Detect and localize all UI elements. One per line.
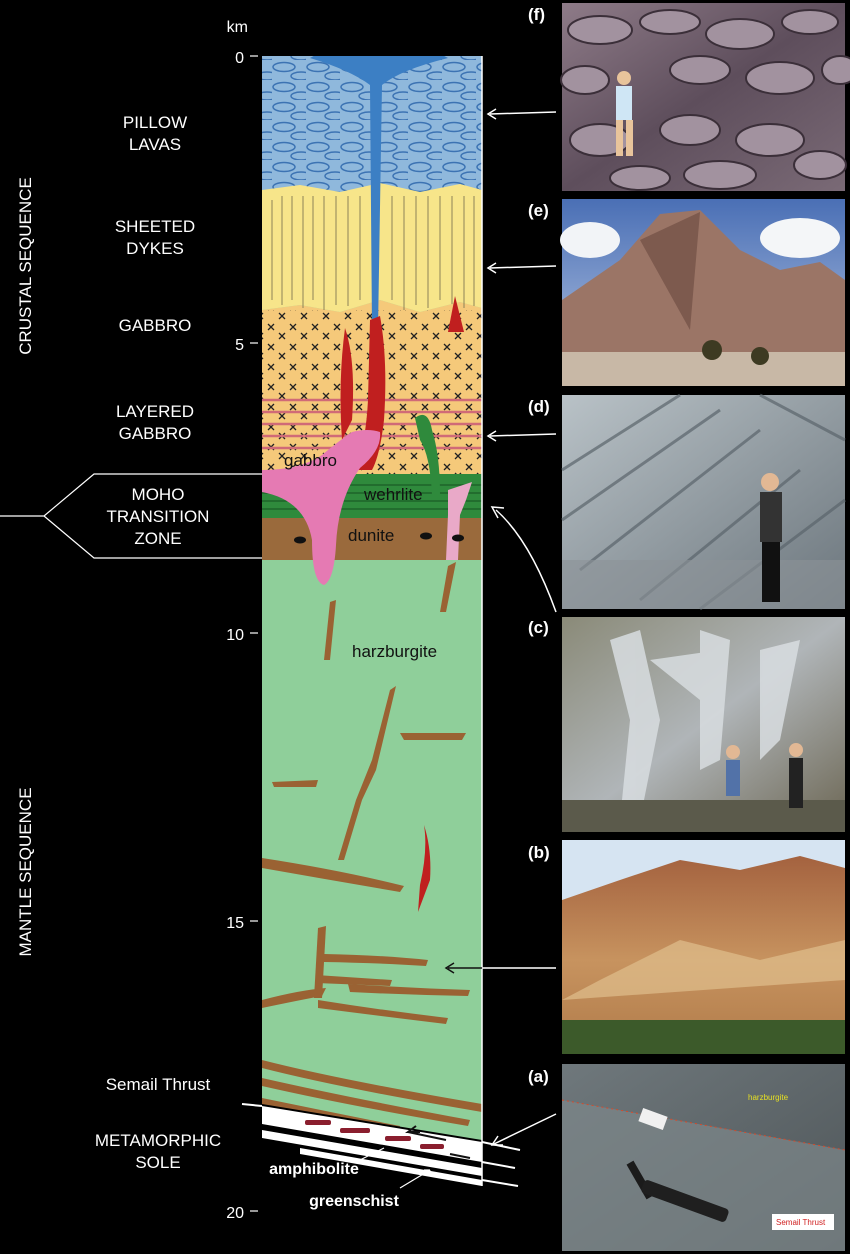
tick-label-20: 20 [226, 1205, 244, 1222]
photo-c-label: (c) [528, 618, 549, 637]
metamorphic-sole-label-2: SOLE [135, 1153, 180, 1172]
photo-a-thrust-text: Semail Thrust [776, 1218, 826, 1227]
semail-thrust-line [241, 1103, 263, 1107]
photo-a: harzburgite Semail Thrust [561, 1064, 846, 1251]
moho-label-2: TRANSITION [107, 507, 210, 526]
pink-intrusion [262, 430, 381, 585]
photo-e-arrow [489, 265, 557, 269]
tick-label-5: 5 [235, 337, 244, 354]
photo-a-label: (a) [528, 1067, 549, 1086]
photo-a-harzburgite-text: harzburgite [748, 1093, 789, 1102]
pillow-lavas-label-1: PILLOW [123, 113, 187, 132]
gabbro-label: GABBRO [119, 316, 192, 335]
photo-c [562, 617, 845, 832]
gabbro-inline-label: gabbro [284, 451, 337, 470]
photo-f [560, 3, 850, 191]
greenschist-band [262, 1130, 482, 1176]
greenschist-label: greenschist [309, 1193, 399, 1210]
green-intrusion [415, 414, 440, 495]
photo-c-arrow [495, 509, 557, 613]
depth-axis: km 0 5 10 15 20 [226, 19, 258, 1222]
photo-e-label: (e) [528, 201, 549, 220]
moho-label-1: MOHO [132, 485, 185, 504]
axis-unit: km [227, 19, 248, 36]
photo-f-label: (f) [528, 5, 545, 24]
tick-label-10: 10 [226, 627, 244, 644]
semail-thrust-label: Semail Thrust [106, 1075, 211, 1094]
amphibolite-label: amphibolite [269, 1161, 359, 1178]
photo-b-label: (b) [528, 843, 550, 862]
sheeted-dykes-label-2: DYKES [126, 239, 184, 258]
harzburgite-inline-label: harzburgite [352, 642, 437, 661]
metamorphic-sole-label-1: METAMORPHIC [95, 1131, 221, 1150]
dunite-veins [262, 562, 482, 1132]
photo-b [562, 840, 845, 1054]
photo-d [561, 393, 846, 611]
moho-bracket [0, 473, 262, 559]
photo-f-arrow [489, 111, 557, 115]
greenschist-pointer [399, 1169, 431, 1189]
photo-a-arrow [493, 1113, 557, 1145]
amphibolite-pointer [359, 1147, 385, 1161]
dunite-inline-label: dunite [348, 526, 394, 545]
pillow-lavas-label-2: LAVAS [129, 135, 181, 154]
feeder-conduit [310, 56, 448, 330]
stratigraphic-column [262, 56, 482, 1186]
moho-label-3: ZONE [134, 529, 181, 548]
tick-label-15: 15 [226, 915, 244, 932]
tick-label-0: 0 [235, 50, 244, 67]
mantle-sequence-label: MANTLE SEQUENCE [16, 787, 35, 956]
layered-gabbro-label-2: GABBRO [119, 424, 192, 443]
photo-d-arrow [489, 433, 557, 437]
photo-d-label: (d) [528, 397, 550, 416]
crustal-sequence-label: CRUSTAL SEQUENCE [16, 177, 35, 355]
photo-e [560, 199, 845, 386]
sheeted-dykes-label-1: SHEETED [115, 217, 195, 236]
layered-gabbro-label-1: LAYERED [116, 402, 194, 421]
wehrlite-inline-label: wehrlite [363, 485, 423, 504]
